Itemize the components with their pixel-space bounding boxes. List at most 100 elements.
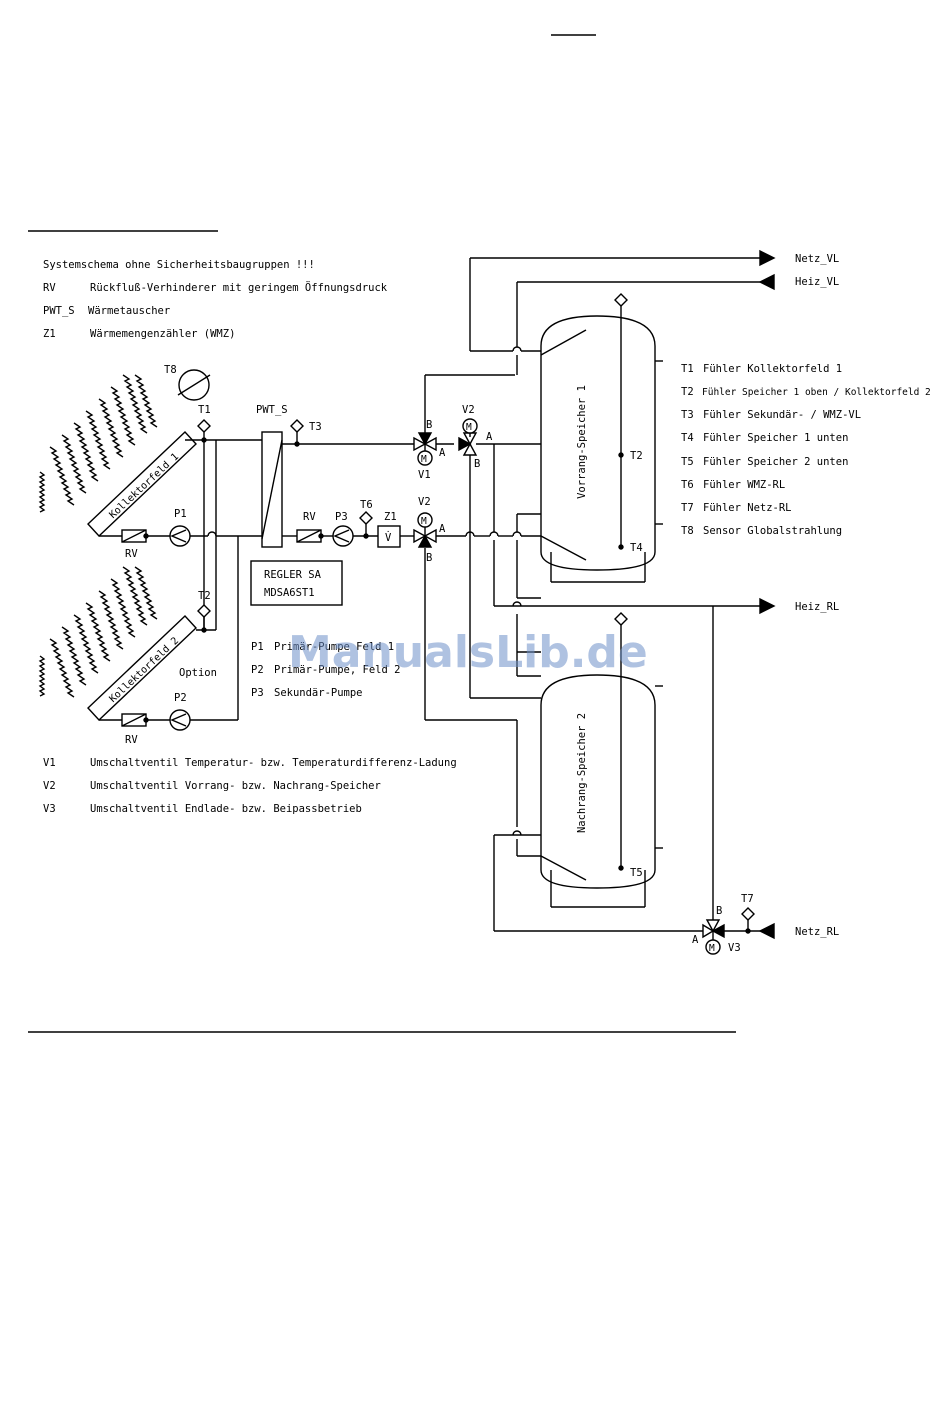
legend-key: T7 xyxy=(681,502,694,514)
valve-v2-lower: M A B V2 xyxy=(413,496,446,564)
v2-label: V2 xyxy=(418,496,431,508)
tank-vorrang-speicher-1: T2 T4 Vorrang-Speicher 1 xyxy=(540,293,663,583)
t1-label: T1 xyxy=(198,404,211,416)
legend-text: Fühler Speicher 1 oben / Kollektorfeld 2 xyxy=(702,387,931,398)
collector-field-2: Kollektorfeld 2 Option xyxy=(38,566,217,721)
netz-vl-label: Netz_VL xyxy=(795,253,839,265)
pump-p2: P2 xyxy=(169,692,191,731)
sensors-legend: T1 Fühler Kollektorfeld 1 T2 Fühler Spei… xyxy=(681,363,931,537)
t6-sensor: T6 xyxy=(359,499,373,539)
legend-key: T3 xyxy=(681,409,694,421)
motor-label: M xyxy=(421,516,427,527)
legend-text: Umschaltventil Temperatur- bzw. Temperat… xyxy=(90,757,457,769)
legend-text: Fühler Speicher 1 unten xyxy=(703,432,848,444)
t2-label: T2 xyxy=(198,590,211,602)
rv-label: RV xyxy=(125,548,138,560)
legend-text: Fühler Netz-RL xyxy=(703,502,792,514)
t3-sensor: T3 xyxy=(290,419,322,447)
valve-v2-upper: M A B V2 xyxy=(458,404,493,470)
t4-label: T4 xyxy=(630,542,643,554)
z1-symbol: V̇ xyxy=(385,531,392,544)
legend-text: Fühler WMZ-RL xyxy=(703,479,785,491)
p3-label: P3 xyxy=(335,511,348,523)
t6-label: T6 xyxy=(360,499,373,511)
sunray-group-1 xyxy=(38,374,158,513)
legend-key: T6 xyxy=(681,479,694,491)
port-a: A xyxy=(692,934,699,946)
legend-key: RV xyxy=(43,282,56,294)
port-b: B xyxy=(426,419,432,431)
legend-text: Wärmemengenzähler (WMZ) xyxy=(90,328,235,340)
tank-nachrang-speicher-2: T5 Nachrang-Speicher 2 xyxy=(540,612,663,908)
controller-box: REGLER SA MDSA6ST1 xyxy=(250,560,343,606)
legend-key: T1 xyxy=(681,363,694,375)
collector-field-1: Kollektorfeld 1 xyxy=(38,374,197,537)
pwt-label: PWT_S xyxy=(256,404,288,416)
t2-tank-label: T2 xyxy=(630,450,643,462)
t2-sensor-collector: T2 xyxy=(197,590,211,633)
legend-text: Wärmetauscher xyxy=(88,305,170,317)
legend-top: Systemschema ohne Sicherheitsbaugruppen … xyxy=(43,259,388,340)
tank2-label: Nachrang-Speicher 2 xyxy=(576,713,588,833)
port-a: A xyxy=(439,447,446,459)
legend-text: Fühler Speicher 2 unten xyxy=(703,456,848,468)
legend-text: Fühler Sekundär- / WMZ-VL xyxy=(703,409,861,421)
sunray-group-2 xyxy=(38,566,158,698)
connection-heiz-vl: Heiz_VL xyxy=(758,273,839,291)
v3-label: V3 xyxy=(728,942,741,954)
motor-label: M xyxy=(709,943,715,954)
t5-label: T5 xyxy=(630,867,643,879)
port-a: A xyxy=(486,431,493,443)
watermark: ManualsLib.de xyxy=(288,627,648,678)
network-piping xyxy=(469,257,760,934)
legend-text: Umschaltventil Vorrang- bzw. Nachrang-Sp… xyxy=(90,780,381,792)
p1-label: P1 xyxy=(174,508,187,520)
t8-sensor: T8 xyxy=(164,364,211,401)
legend-key: P3 xyxy=(251,687,264,699)
legend-key: P2 xyxy=(251,664,264,676)
legend-key: V3 xyxy=(43,803,56,815)
connection-netz-vl: Netz_VL xyxy=(759,249,839,267)
legend-text: Umschaltventil Endlade- bzw. Beipassbetr… xyxy=(90,803,362,815)
pumps-legend: P1 Primär-Pumpe Feld 1 P2 Primär-Pumpe, … xyxy=(251,641,400,699)
heiz-vl-label: Heiz_VL xyxy=(795,276,839,288)
legend-key: Z1 xyxy=(43,328,56,340)
rv-valve-1: RV xyxy=(121,529,170,560)
t7-label: T7 xyxy=(741,893,754,905)
port-b: B xyxy=(426,552,432,564)
legend-key: T8 xyxy=(681,525,694,537)
valves-legend: V1 Umschaltventil Temperatur- bzw. Tempe… xyxy=(43,757,457,815)
port-a: A xyxy=(439,523,446,535)
legend-key: V2 xyxy=(43,780,56,792)
heat-exchanger-pwt-s: PWT_S xyxy=(256,404,288,548)
p2-label: P2 xyxy=(174,692,187,704)
port-b: B xyxy=(474,458,480,470)
legend-key: T4 xyxy=(681,432,694,444)
t8-label: T8 xyxy=(164,364,177,376)
secondary-piping xyxy=(282,374,541,721)
legend-text: Rückfluß-Verhinderer mit geringem Öffnun… xyxy=(90,281,388,294)
legend-text: Primär-Pumpe, Feld 2 xyxy=(274,664,400,676)
motor-label: M xyxy=(421,454,427,465)
v2-label: V2 xyxy=(462,404,475,416)
legend-text: Fühler Kollektorfeld 1 xyxy=(703,363,842,375)
rv-valve-secondary: RV xyxy=(296,511,324,543)
v1-label: V1 xyxy=(418,469,431,481)
legend-key: P1 xyxy=(251,641,264,653)
pump-p3: P3 xyxy=(332,511,354,547)
legend-key: V1 xyxy=(43,757,56,769)
legend-key: T2 xyxy=(681,386,694,398)
motor-label: M xyxy=(466,422,472,433)
tank1-label: Vorrang-Speicher 1 xyxy=(576,385,588,499)
controller-line2: MDSA6ST1 xyxy=(264,587,315,599)
pump-p1: P1 xyxy=(169,508,191,547)
collector1-label: Kollektorfeld 1 xyxy=(108,451,182,521)
legend-text: Sekundär-Pumpe xyxy=(274,687,363,699)
t3-label: T3 xyxy=(309,421,322,433)
legend-text: Primär-Pumpe Feld 1 xyxy=(274,641,394,653)
legend-top-text: Systemschema ohne Sicherheitsbaugruppen … xyxy=(43,259,315,271)
rv-label: RV xyxy=(303,511,316,523)
connection-heiz-rl: Heiz_RL xyxy=(759,597,839,615)
legend-key: PWT_S xyxy=(43,305,75,317)
